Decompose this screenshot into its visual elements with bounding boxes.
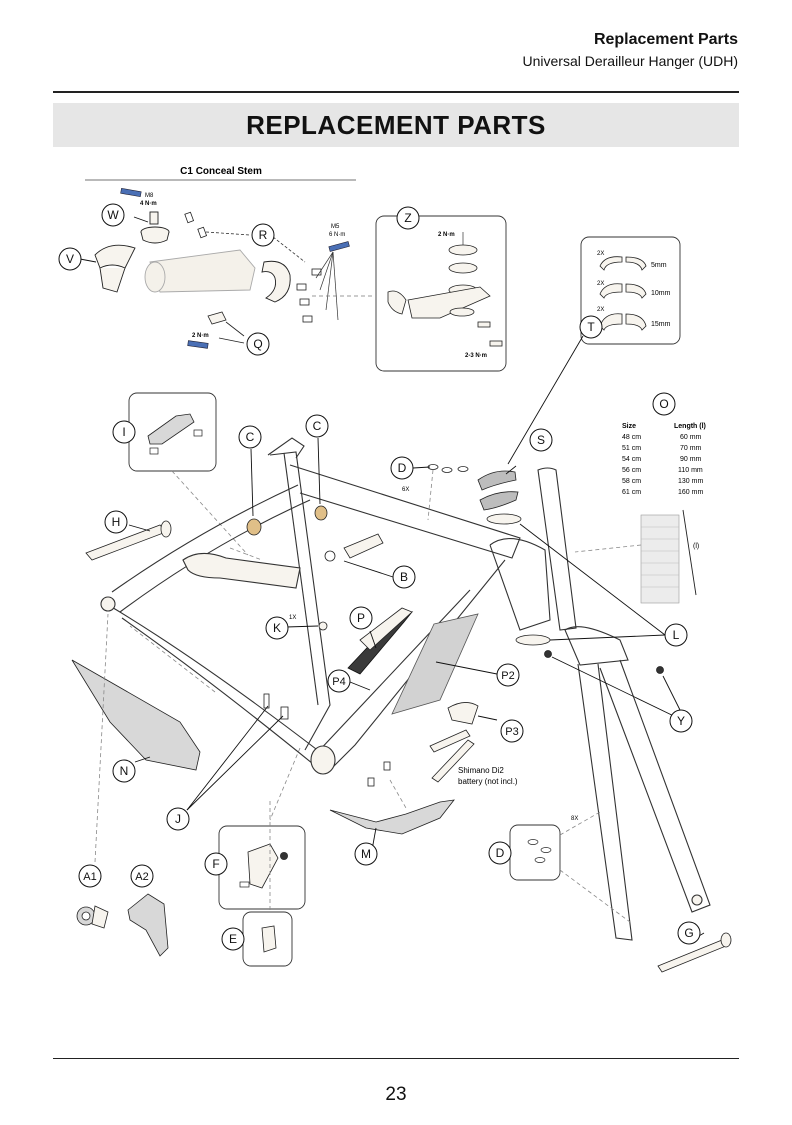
section-title: Replacement Parts — [593, 31, 738, 48]
size-row-3: 54 cm — [622, 456, 641, 463]
part-e-box — [242, 911, 293, 967]
spacer-size-10: 10mm — [651, 290, 671, 297]
spacer-box: 2X 5mm 2X 10mm 2X 15mm — [580, 236, 681, 345]
part-f-box — [218, 825, 306, 910]
length-row-3: 90 mm — [680, 456, 702, 463]
m8-size-label: M8 — [145, 193, 154, 199]
stem-top-cap-part — [140, 211, 170, 244]
spacer-qty-5: 2X — [597, 251, 604, 257]
length-row-6: 160 mm — [678, 489, 703, 496]
callout-d: D — [398, 461, 407, 475]
callout-p: P — [357, 611, 365, 625]
part-i-box — [128, 392, 249, 556]
callout-n: N — [120, 764, 129, 778]
bike-frame — [100, 437, 551, 775]
length-table: Size Length (l) 48 cm 60 mm 51 cm 70 mm … — [574, 423, 706, 604]
callout-labels: W V R Q Z T O I C C D S H B K P P4 P2 L … — [66, 208, 694, 946]
callout-i: I — [122, 425, 125, 439]
size-row-4: 56 cm — [622, 467, 641, 474]
callout-v: V — [66, 252, 74, 266]
callout-c-2: C — [313, 419, 322, 433]
m8-torque-label: 4 N·m — [140, 201, 157, 207]
stem-clamp-part — [207, 311, 227, 325]
callout-p4: P4 — [332, 676, 345, 688]
page-title: REPLACEMENT PARTS — [246, 109, 546, 140]
mount-top-torque: 2 N·m — [438, 232, 455, 238]
size-row-6: 61 cm — [622, 489, 641, 496]
spacer-qty-15: 2X — [597, 307, 604, 313]
page-banner: REPLACEMENT PARTS — [53, 103, 739, 147]
callout-m: M — [361, 847, 371, 861]
size-row-5: 58 cm — [622, 478, 641, 485]
callout-h: H — [112, 515, 121, 529]
fork — [537, 467, 711, 941]
header-divider — [53, 91, 739, 93]
footer-divider — [53, 1058, 739, 1060]
spacer-size-15: 15mm — [651, 321, 671, 328]
mount-bottom-torque: 2-3 N·m — [465, 353, 487, 359]
callout-d-fork: D — [496, 846, 505, 860]
callouts — [58, 203, 701, 951]
length-row-4: 110 mm — [678, 467, 703, 474]
callout-f: F — [212, 857, 219, 871]
callout-l: L — [673, 628, 680, 642]
battery-note-line1: Shimano Di2 — [458, 766, 504, 775]
cable-guide-sheet — [640, 514, 680, 604]
callout-r: R — [259, 228, 268, 242]
callout-a2: A2 — [135, 871, 148, 883]
callout-e: E — [229, 932, 237, 946]
length-row-5: 130 mm — [678, 478, 703, 485]
callout-j: J — [175, 812, 181, 826]
callout-k: K — [273, 621, 281, 635]
q-torque-label: 2 N·m — [192, 333, 209, 339]
callout-p3: P3 — [505, 726, 518, 738]
callout-a1: A1 — [83, 871, 96, 883]
callout-y: Y — [677, 714, 685, 728]
stem-body-part — [144, 249, 256, 293]
callout-o: O — [659, 397, 668, 411]
stem-faceplate-part — [261, 260, 291, 303]
stem-cover-part — [94, 244, 136, 293]
dim-label: (l) — [693, 543, 699, 550]
torque-wrench-icon — [120, 187, 142, 198]
stem-section-title: C1 Conceal Stem — [180, 166, 262, 177]
callout-g: G — [684, 926, 693, 940]
callout-s: S — [537, 433, 545, 447]
spacer-size-5: 5mm — [651, 262, 667, 269]
computer-mount-box: 2 N·m 2-3 N·m — [375, 215, 507, 372]
m5-torque-label: 6 N·m — [329, 232, 345, 238]
small-parts — [71, 464, 732, 973]
size-row-1: 48 cm — [622, 434, 641, 441]
battery-note-line2: battery (not incl.) — [458, 777, 518, 786]
callout-q: Q — [253, 337, 262, 351]
m5-size-label: M5 — [331, 224, 340, 230]
stem-bolts — [184, 211, 322, 323]
callout-b: B — [400, 570, 408, 584]
col-length-header: Length (l) — [674, 423, 706, 430]
length-row-2: 70 mm — [680, 445, 702, 452]
section-subtitle: Universal Derailleur Hanger (UDH) — [522, 53, 738, 69]
col-size-header: Size — [622, 423, 636, 430]
callout-c-1: C — [246, 430, 255, 444]
part-d-fork-box — [509, 824, 561, 881]
page-number: 23 — [385, 1084, 407, 1105]
callout-p2: P2 — [501, 670, 514, 682]
qty-d-fork: 8X — [571, 816, 578, 822]
callout-t: T — [587, 320, 595, 334]
dashed-guides — [94, 469, 631, 923]
qty-k: 1X — [289, 615, 296, 621]
qty-d-top: 6X — [402, 487, 409, 493]
callout-w: W — [107, 208, 119, 222]
callout-z: Z — [404, 211, 411, 225]
spacer-qty-10: 2X — [597, 281, 604, 287]
size-row-2: 51 cm — [622, 445, 641, 452]
storage-compartment — [391, 613, 479, 715]
stem-section: C1 Conceal Stem M8 4 N·m — [85, 166, 372, 349]
length-row-1: 60 mm — [680, 434, 702, 441]
